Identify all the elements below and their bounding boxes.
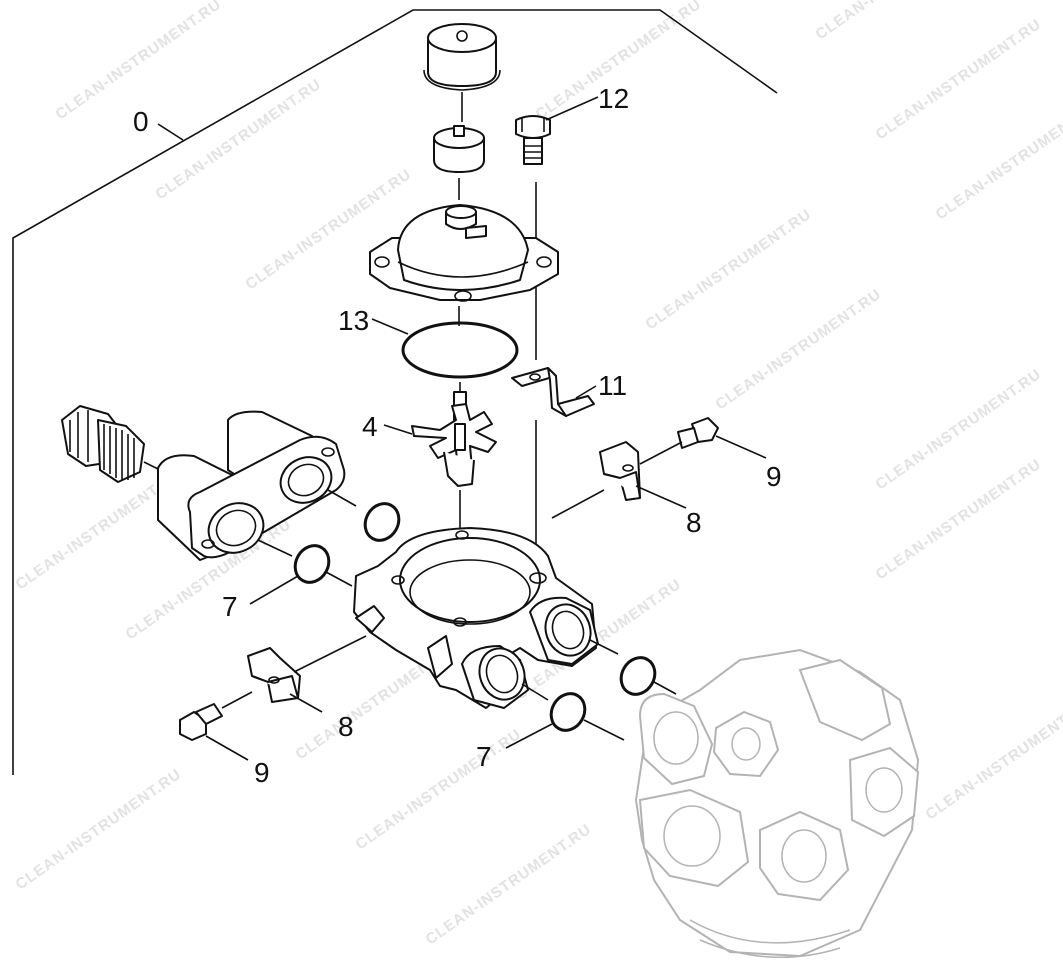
axis-manifold-2 xyxy=(327,489,357,507)
screw-left xyxy=(179,703,223,741)
clip-left xyxy=(247,647,301,703)
callout-0: 0 xyxy=(133,106,149,137)
o-ring-bottom-b xyxy=(549,692,587,732)
leader-oring-bottom xyxy=(505,723,553,749)
watermark-19: CLEAN-INSTRUMENT.RU xyxy=(923,696,1063,824)
leader-oring-top xyxy=(371,318,409,335)
axis-housing-bottom xyxy=(521,683,549,701)
watermark-1: CLEAN-INSTRUMENT.RU xyxy=(53,0,225,123)
watermark-2: CLEAN-INSTRUMENT.RU xyxy=(153,76,325,204)
leader-screw-left xyxy=(205,735,249,761)
watermark-9: CLEAN-INSTRUMENT.RU xyxy=(713,286,885,414)
callout-7-left: 7 xyxy=(222,591,238,622)
watermark-16: CLEAN-INSTRUMENT.RU xyxy=(423,821,595,949)
inlet-manifold xyxy=(157,410,346,561)
screw-right xyxy=(677,417,719,449)
callout-7-bottom: 7 xyxy=(476,741,492,772)
o-ring-left-b xyxy=(363,502,401,542)
leader-screw-right xyxy=(715,435,767,459)
o-ring-left-a xyxy=(293,544,331,584)
leader-clip-right xyxy=(635,485,687,509)
axis-clip-right xyxy=(551,489,605,519)
clip-right xyxy=(599,441,641,501)
leader-assembly xyxy=(157,123,184,141)
axis-screw-right xyxy=(639,441,683,465)
watermark-6: CLEAN-INSTRUMENT.RU xyxy=(873,16,1045,144)
axis-oring-left xyxy=(325,571,353,587)
callout-11: 11 xyxy=(598,370,627,401)
axis-oring-bottom-b xyxy=(583,719,625,741)
watermark-5: CLEAN-INSTRUMENT.RU xyxy=(813,0,985,43)
top-cap xyxy=(423,23,501,91)
bracket xyxy=(511,367,595,417)
watermark-8: CLEAN-INSTRUMENT.RU xyxy=(643,206,815,334)
axis-oring-bottom-a xyxy=(653,681,677,695)
watermark-7: CLEAN-INSTRUMENT.RU xyxy=(933,96,1063,224)
callout-4: 4 xyxy=(362,411,378,442)
pump-housing xyxy=(353,527,599,709)
o-ring-top xyxy=(401,321,519,379)
assembly-bracket-line xyxy=(12,9,778,775)
threaded-fitting xyxy=(61,405,145,483)
axis-screw-left xyxy=(221,691,253,709)
bushing xyxy=(433,125,485,173)
pump-body-ghost xyxy=(634,648,920,958)
o-ring-bottom-a xyxy=(619,656,657,696)
watermark-15: CLEAN-INSTRUMENT.RU xyxy=(353,726,525,854)
bolt xyxy=(515,115,551,165)
leader-clip-left xyxy=(289,693,323,713)
axis-housing-right xyxy=(589,639,619,655)
callout-8-left: 8 xyxy=(338,711,354,742)
callout-9-left: 9 xyxy=(254,757,270,788)
axis-clip-left xyxy=(293,635,367,673)
callout-12: 12 xyxy=(598,83,629,114)
callout-8-right: 8 xyxy=(686,507,702,538)
callout-9-right: 9 xyxy=(766,461,782,492)
pump-cover xyxy=(369,204,559,302)
leader-bolt xyxy=(545,96,599,121)
callout-13: 13 xyxy=(338,305,369,336)
leader-impeller xyxy=(383,424,413,435)
leader-bracket xyxy=(575,385,597,399)
axis-manifold-1 xyxy=(257,539,293,557)
impeller xyxy=(411,391,497,487)
leader-oring-left xyxy=(249,575,299,605)
watermark-17: CLEAN-INSTRUMENT.RU xyxy=(13,766,185,894)
